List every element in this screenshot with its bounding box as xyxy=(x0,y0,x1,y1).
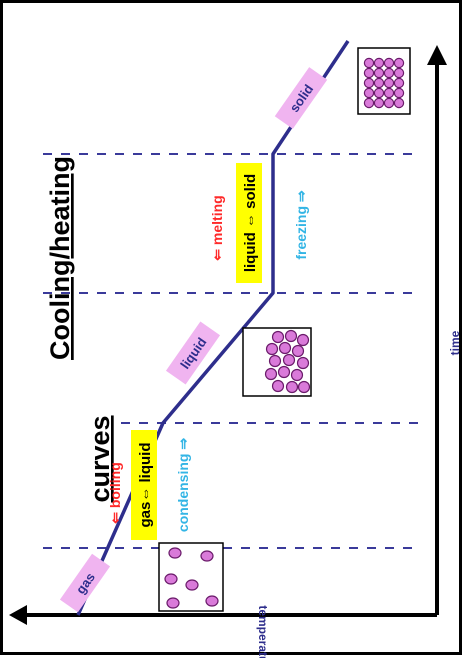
liquid-particle xyxy=(282,353,296,367)
solid-particle xyxy=(383,77,395,89)
solid-particle xyxy=(373,87,385,99)
transition-liquid-solid-bg xyxy=(236,163,262,283)
title: Cooling/heating xyxy=(45,156,75,360)
gas-particle-box xyxy=(158,542,224,612)
liquid-particle xyxy=(265,342,279,356)
gas-particle xyxy=(166,597,180,609)
gas-particle xyxy=(200,550,214,562)
boiling-label-group: ⇐ boiling xyxy=(107,462,123,524)
solid-particle xyxy=(383,57,395,69)
solid-particle xyxy=(363,87,375,99)
melting-label-group: ⇐ melting xyxy=(209,195,225,260)
liquid-particle xyxy=(284,329,298,343)
gas-particle xyxy=(164,573,178,585)
solid-particles xyxy=(363,57,405,109)
transition-gas-liquid-bg xyxy=(131,430,157,540)
freezing-label: freezing ⇒ xyxy=(293,190,309,260)
liquid-particle xyxy=(277,365,291,379)
liquid-particle xyxy=(296,356,310,370)
gas-particle xyxy=(185,579,199,591)
transition-gas-liquid: gas⇔ liquid xyxy=(131,430,157,540)
gas-particle xyxy=(205,595,219,607)
temperature-axis-label-group: temperature xyxy=(256,605,270,658)
solid-particle xyxy=(363,97,375,109)
liquid-particle xyxy=(285,380,299,394)
solid-particle xyxy=(383,97,395,109)
temperature-axis-arrowhead xyxy=(9,605,27,625)
title-line-2: curves xyxy=(85,415,115,502)
solid-particle xyxy=(363,57,375,69)
condensing-label: condensing ⇒ xyxy=(175,438,191,532)
time-axis-label: time xyxy=(448,330,462,355)
gas-particles xyxy=(164,547,219,609)
solid-particle xyxy=(373,77,385,89)
transition-liquid-solid: liquid ⇔ solid xyxy=(236,163,262,283)
solid-particle xyxy=(373,57,385,69)
liquid-particle xyxy=(271,330,285,344)
liquid-particles xyxy=(264,329,311,394)
axes xyxy=(9,45,447,625)
solid-particle xyxy=(383,67,395,79)
solid-particle xyxy=(363,67,375,79)
solid-particle xyxy=(363,77,375,89)
liquid-particle xyxy=(271,379,285,393)
liquid-particle xyxy=(278,341,292,355)
gas-particle xyxy=(168,547,182,559)
liquid-particle xyxy=(291,344,305,358)
state-label-liquid: liquid xyxy=(165,321,221,385)
solid-particle xyxy=(373,67,385,79)
phase-dividers xyxy=(43,153,419,549)
condensing-label-group: condensing ⇒ xyxy=(175,438,191,532)
state-label-solid: solid xyxy=(274,67,328,129)
time-axis-label-group: time xyxy=(448,330,462,355)
solid-particle xyxy=(383,87,395,99)
title-2: curves xyxy=(85,415,115,502)
boiling-label: ⇐ boiling xyxy=(107,462,123,524)
liquid-particle xyxy=(296,333,310,347)
solid-particle xyxy=(393,67,405,79)
liquid-particle xyxy=(290,368,304,382)
liquid-particle xyxy=(264,367,278,381)
solid-particle xyxy=(393,87,405,99)
state-label-solid-bg xyxy=(274,67,328,129)
melting-label: ⇐ melting xyxy=(209,195,225,260)
transition-gas-liquid-text: gas⇔ liquid xyxy=(137,442,154,527)
time-axis-arrowhead xyxy=(427,45,447,65)
cooling-heating-curve-diagram: Cooling/heating curves gas liquid solid … xyxy=(9,40,462,658)
solid-particle xyxy=(373,97,385,109)
solid-particle xyxy=(393,57,405,69)
solid-particle xyxy=(393,97,405,109)
temperature-axis-label: temperature xyxy=(256,605,270,658)
transition-liquid-solid-text: liquid ⇔ solid xyxy=(242,174,259,272)
state-label-gas-bg xyxy=(59,553,111,613)
solid-particle xyxy=(393,77,405,89)
liquid-particle xyxy=(268,354,282,368)
freezing-label-group: freezing ⇒ xyxy=(293,190,309,260)
state-label-liquid-bg xyxy=(165,321,221,385)
title-line-1: Cooling/heating xyxy=(45,156,75,360)
liquid-particle xyxy=(297,380,311,394)
solid-particle-box xyxy=(357,47,411,115)
liquid-particle-box xyxy=(242,327,312,397)
